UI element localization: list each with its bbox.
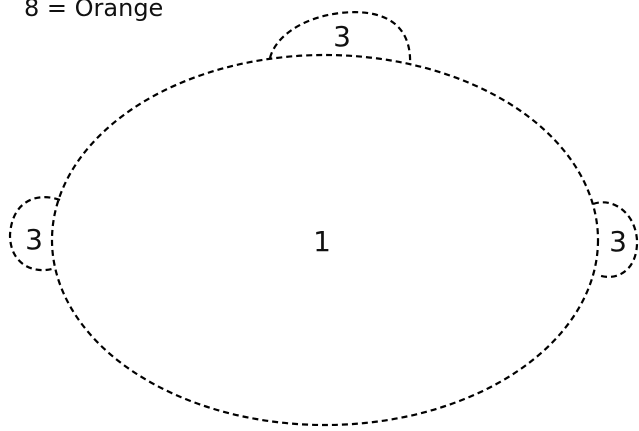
main-region-outline [50, 53, 600, 427]
top-lobe-outline [268, 11, 412, 66]
right-lobe-outline [592, 201, 639, 278]
left-lobe-outline [8, 196, 61, 272]
top-lobe-label: 3 [333, 20, 351, 53]
legend-entry-text: 8 = Orange [24, 0, 163, 22]
main-region-label: 1 [313, 225, 331, 258]
right-lobe-label: 3 [609, 225, 627, 258]
left-lobe-label: 3 [25, 223, 43, 256]
